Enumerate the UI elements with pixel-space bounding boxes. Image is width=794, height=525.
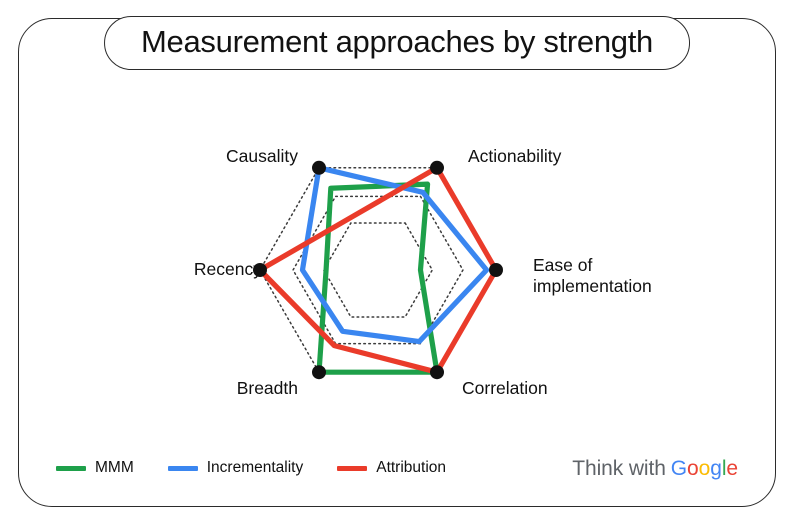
google-wordmark: Google — [671, 457, 738, 480]
legend-swatch-attribution — [337, 465, 368, 471]
legend-label-incrementality: Incrementality — [206, 459, 304, 476]
axis-label-correlation: Correlation — [462, 378, 548, 398]
legend-item-incrementality: Incrementality — [167, 459, 304, 477]
chart-legend: MMM Incrementality Attribution — [56, 459, 446, 477]
page-title: Measurement approaches by strength — [141, 24, 653, 59]
legend-item-mmm: MMM — [56, 459, 134, 477]
legend-item-attribution: Attribution — [337, 459, 446, 477]
axis-label-ease-of-implementation: Ease of implementation — [533, 255, 652, 296]
legend-label-mmm: MMM — [95, 459, 134, 476]
axis-label-causality: Causality — [226, 146, 298, 166]
google-letter-g-blue-2: g — [710, 457, 722, 480]
google-letter-e-red: e — [726, 457, 738, 480]
axis-label-actionability: Actionability — [468, 146, 562, 166]
axis-label-recency: Recency — [193, 259, 262, 279]
slide-card — [18, 18, 776, 507]
title-pill: Measurement approaches by strength — [104, 16, 690, 70]
google-letter-o-red: o — [687, 457, 699, 480]
google-letter-g-blue: G — [670, 457, 688, 480]
brand-prefix: Think with — [572, 457, 666, 480]
legend-swatch-incrementality — [167, 465, 198, 471]
legend-swatch-mmm — [56, 465, 86, 471]
axis-label-breadth: Breadth — [236, 378, 298, 398]
google-letter-l-green: l — [721, 457, 727, 480]
legend-label-attribution: Attribution — [376, 459, 447, 476]
google-letter-o-yellow: o — [698, 457, 711, 480]
